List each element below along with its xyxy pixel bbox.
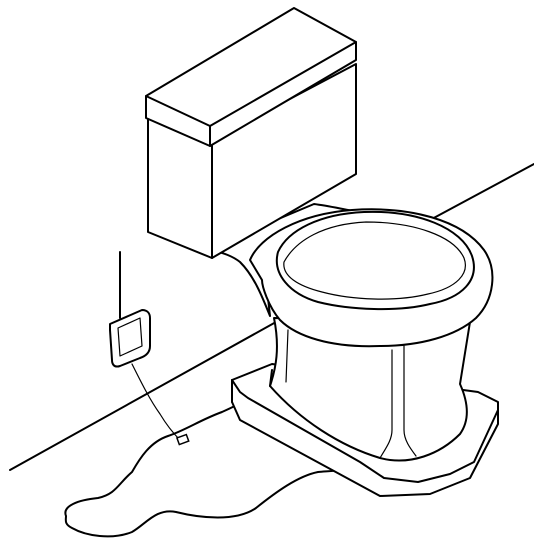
sensor-cable <box>131 363 190 446</box>
leak-sensor-device <box>109 251 151 368</box>
toilet-seat <box>275 210 475 311</box>
leak-probe <box>175 433 190 446</box>
toilet-tank-lid <box>145 7 357 147</box>
wall-floor-line <box>9 163 534 471</box>
toilet-pedestal <box>269 317 471 462</box>
